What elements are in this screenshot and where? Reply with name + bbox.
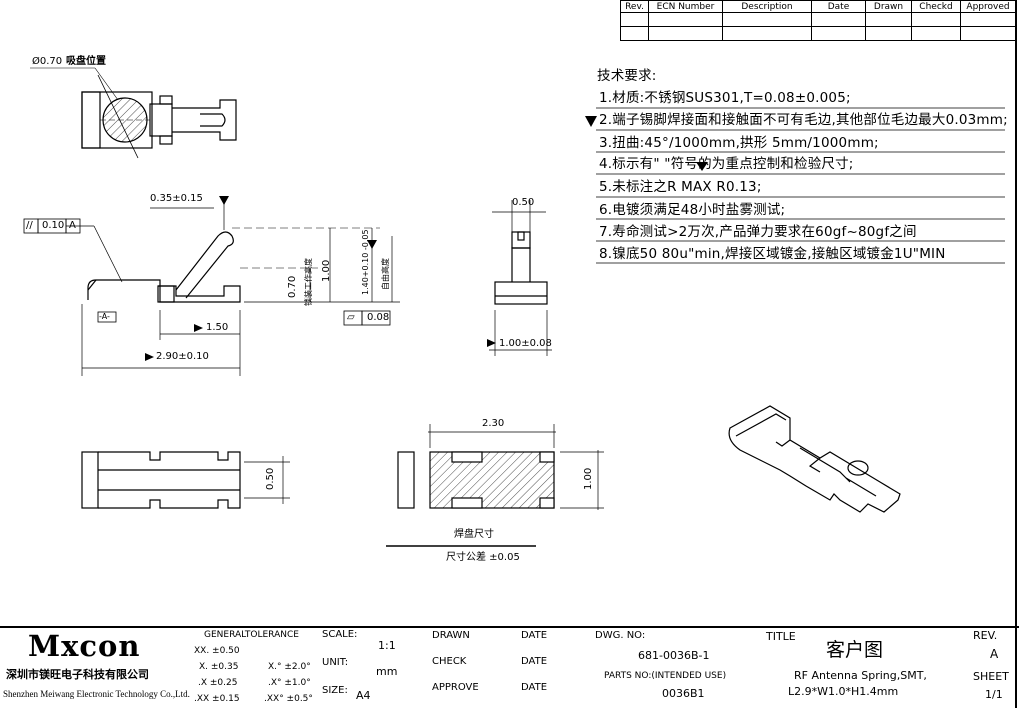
top-view	[81, 74, 237, 159]
requirement-item: 7.寿命测试>2万次,产品弹力要求在60gf~80gf之间	[599, 224, 917, 240]
key-dimension-marker-icon	[696, 162, 708, 171]
dim-1-50: 1.50	[206, 322, 229, 333]
dim-0-70-note: 锁装工作高度	[304, 258, 313, 306]
date-label: DATE	[521, 656, 548, 667]
side-view	[87, 227, 380, 303]
pad-layout	[397, 451, 555, 509]
scale-label: SCALE:	[322, 629, 358, 640]
company-logo: Mxcon	[28, 629, 141, 663]
scale-value: 1:1	[378, 639, 396, 652]
flatness-value: 0.08	[367, 312, 390, 323]
bottom-view-dimensions	[244, 456, 290, 504]
requirement-item: 2.端子锡脚焊接面和接触面不可有毛边,其他部位毛边最大0.03mm;	[599, 112, 1008, 128]
date-label: DATE	[521, 630, 548, 641]
company-name-en: Shenzhen Meiwang Electronic Technology C…	[3, 689, 190, 699]
tolerance-value: XX. ±0.50	[194, 646, 240, 656]
sheet-label: SHEET	[973, 670, 1009, 683]
dim-pad-1-00: 1.00	[583, 467, 594, 490]
requirements-title: 技术要求:	[597, 68, 657, 84]
requirement-item: 4.标示有" "符号的为重点控制和检验尺寸;	[599, 156, 854, 172]
dim-1-00: 1.00	[321, 259, 332, 282]
dim-1-40: 1.40+0.10 -0.05	[361, 229, 370, 295]
technical-drawing	[23, 67, 1005, 547]
end-view	[494, 231, 548, 305]
rev-label: REV.	[973, 629, 998, 642]
revision-table: Rev. ECN Number Description Date Drawn C…	[620, 0, 1016, 41]
dim-1-40-note: 自由高度	[381, 258, 390, 290]
company-name-cn: 深圳市镁旺电子科技有限公司	[6, 668, 149, 681]
requirement-item: 5.未标注之R MAX R0.13;	[599, 179, 762, 195]
tolerance-value: .X° ±1.0°	[268, 678, 311, 688]
approve-label: APPROVE	[432, 682, 479, 693]
requirement-item: 3.扭曲:45°/1000mm,拱形 5mm/1000mm;	[599, 135, 879, 151]
pad-dimensions	[386, 424, 604, 547]
dim-2-90: 2.90±0.10	[156, 351, 209, 362]
bottom-view	[81, 451, 241, 509]
end-view-dimensions	[489, 200, 552, 356]
requirement-item: 6.电镀须满足48小时盐雾测试;	[599, 202, 786, 218]
size-value: A4	[356, 689, 371, 702]
size-label: SIZE:	[322, 685, 348, 696]
datum-a: -A-	[99, 312, 110, 321]
unit-label: UNIT:	[322, 657, 349, 668]
check-label: CHECK	[432, 656, 467, 667]
requirement-underlines	[596, 107, 1005, 264]
tolerance-value: .XX ±0.15	[194, 694, 240, 704]
requirement-item: 1.材质:不锈钢SUS301,T=0.08±0.005;	[599, 90, 851, 106]
parts-value: 0036B1	[662, 687, 705, 700]
dim-end-1-00: 1.00±0.08	[499, 338, 552, 349]
dim-0-70: 0.70	[287, 275, 298, 298]
pad-tolerance: 尺寸公差 ±0.05	[446, 552, 520, 563]
title-cn: 客户图	[826, 639, 884, 661]
right-border	[1015, 0, 1017, 708]
general-tolerance-label: GENERALTOLERANCE	[204, 630, 299, 640]
dim-0-35: 0.35±0.15	[150, 193, 203, 204]
isometric-view	[728, 405, 901, 513]
title-label: TITLE	[766, 630, 796, 643]
tolerance-value: .X ±0.25	[198, 678, 238, 688]
rev-value: A	[990, 647, 999, 661]
dwg-label: DWG. NO:	[595, 630, 646, 641]
parallelism-datum: A	[69, 220, 76, 231]
parallelism-value: 0.10	[42, 220, 65, 231]
sheet-value: 1/1	[985, 688, 1003, 701]
pad-label: 焊盘尺寸	[454, 529, 494, 540]
key-dimension-marker-icon	[585, 116, 597, 127]
flatness-symbol: ▱	[347, 312, 355, 323]
suction-diameter: Ø0.70	[32, 56, 63, 67]
parallelism-symbol: //	[26, 220, 33, 231]
dim-end-0-50: 0.50	[512, 197, 535, 208]
tolerance-value: X. ±0.35	[199, 662, 239, 672]
tolerance-value: .XX° ±0.5°	[264, 694, 313, 704]
requirement-item: 8.镍底50 80u"min,焊接区域镀金,接触区域镀金1U"MIN	[599, 246, 946, 262]
tolerance-value: X.° ±2.0°	[268, 662, 311, 672]
parts-label: PARTS NO:(INTENDED USE)	[604, 671, 727, 681]
suction-label: 吸盘位置	[66, 56, 106, 67]
title-line-1: RF Antenna Spring,SMT,	[794, 669, 927, 682]
dim-pad-2-30: 2.30	[482, 418, 505, 429]
title-block-top-border	[0, 626, 1019, 628]
title-line-2: L2.9*W1.0*H1.4mm	[788, 685, 899, 698]
dwg-value: 681-0036B-1	[638, 649, 710, 662]
dim-bottom-0-50: 0.50	[265, 467, 276, 490]
unit-value: mm	[376, 665, 398, 678]
side-view-dimensions	[66, 200, 400, 376]
date-label: DATE	[521, 682, 548, 693]
drawn-label: DRAWN	[432, 630, 470, 641]
